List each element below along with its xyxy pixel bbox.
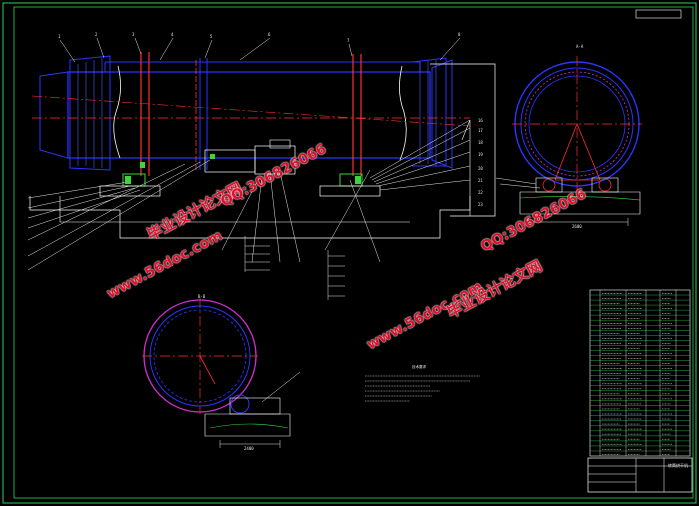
title-block: 转筒烘干机 xyxy=(587,457,693,493)
callout-1: 1 xyxy=(58,34,61,39)
dimension-lower: 2400 xyxy=(244,446,254,451)
right-callout-16: 16 xyxy=(478,118,483,123)
callout-6: 6 xyxy=(268,32,271,37)
right-callout-18: 18 xyxy=(478,140,483,145)
callout-8: 8 xyxy=(458,32,461,37)
front-view-callouts: 1 2 3 4 5 6 7 8 xyxy=(58,32,461,43)
tech-notes-title: 技术要求 xyxy=(412,364,426,369)
section-b-label: B-B xyxy=(198,294,206,299)
drawing-inner-border xyxy=(13,6,694,499)
right-callouts: 16 17 18 19 20 21 22 23 xyxy=(478,118,483,207)
section-a-label: A-A xyxy=(576,44,584,49)
callout-3: 3 xyxy=(132,32,135,37)
callout-5: 5 xyxy=(210,34,213,39)
right-callout-20: 20 xyxy=(478,166,483,171)
right-callout-21: 21 xyxy=(478,178,483,183)
right-callout-19: 19 xyxy=(478,152,483,157)
callout-4: 4 xyxy=(171,32,174,37)
right-callout-17: 17 xyxy=(478,128,483,133)
front-view xyxy=(27,37,496,300)
callout-7: 7 xyxy=(347,38,350,43)
parts-list xyxy=(589,289,691,457)
corner-mark xyxy=(635,9,682,19)
section-b-view: B-B 2400 xyxy=(142,294,301,451)
section-a-view: A-A 2600 xyxy=(495,44,642,229)
callout-2: 2 xyxy=(95,32,98,37)
tech-notes: 技术要求 xyxy=(365,364,480,402)
title-block-text: 转筒烘干机 xyxy=(668,462,688,468)
right-callout-23: 23 xyxy=(478,202,483,207)
parts-list-frame xyxy=(589,289,691,457)
right-callout-22: 22 xyxy=(478,190,483,195)
dimension-right: 2600 xyxy=(572,224,582,229)
